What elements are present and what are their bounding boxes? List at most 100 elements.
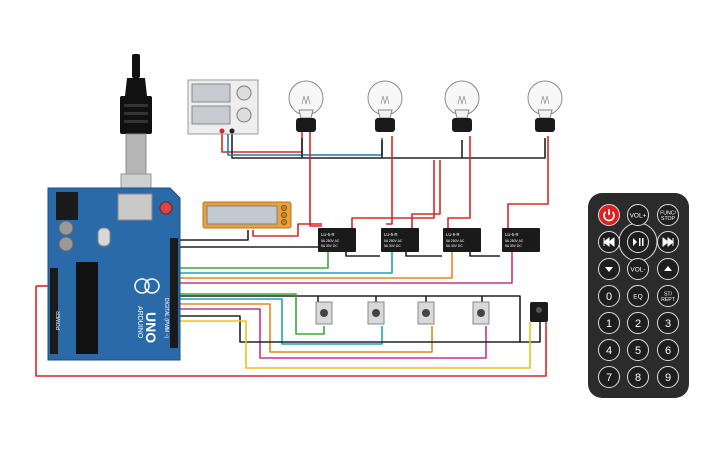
capacitor	[58, 236, 74, 252]
usb-cable[interactable]	[120, 54, 152, 195]
voltage-knob[interactable]	[236, 85, 252, 101]
wire-btn-return-black	[490, 295, 521, 342]
digit-1-button[interactable]: 1	[598, 312, 620, 334]
button-label: 4	[606, 345, 612, 357]
button-label: 2	[635, 318, 641, 330]
button-label: 8	[635, 372, 641, 384]
wire-btn1-green	[178, 293, 325, 335]
ir-receiver[interactable]	[530, 302, 548, 322]
wire-btn2-blue	[178, 298, 383, 345]
ir-remote[interactable]: VOL+ FUNC/STOP VOL- 0 EQ ST/REPT 1 2 3 4 5 6 7 8 9	[588, 193, 689, 398]
relay-rating-ac: 5A 250V AC	[505, 239, 524, 243]
wire-ir-black	[178, 315, 541, 343]
button-label: VOL+	[630, 213, 647, 220]
relay-rating-ac: 5A 250V AC	[321, 239, 340, 243]
wire-btn4-magenta	[178, 308, 487, 359]
arduino-logo-icon	[134, 278, 150, 294]
voltage-display	[191, 83, 231, 103]
chevron-up-icon	[664, 266, 672, 271]
wire-ir-red	[35, 286, 547, 377]
button-label: 1	[606, 318, 612, 330]
power-icon	[603, 209, 615, 222]
button-label: 7	[606, 372, 612, 384]
light-bulb[interactable]	[367, 80, 403, 132]
wire-bulb1-relay1	[309, 130, 322, 227]
reset-button[interactable]	[159, 201, 173, 215]
positive-terminal[interactable]	[219, 128, 225, 134]
light-bulb[interactable]	[444, 80, 480, 132]
relay-rating-dc: 5A 30V DC	[321, 244, 338, 248]
push-button[interactable]	[315, 301, 333, 325]
button-label: 6	[665, 345, 671, 357]
skip-back-icon	[603, 236, 615, 248]
digit-0-button[interactable]: 0	[598, 285, 620, 307]
digit-6-button[interactable]: 6	[657, 339, 679, 361]
relay-rating-dc: 5A 30V DC	[384, 244, 401, 248]
wire-psu-black	[231, 134, 546, 159]
next-button[interactable]	[657, 231, 679, 253]
digit-3-button[interactable]: 3	[657, 312, 679, 334]
wires	[35, 128, 549, 377]
play-pause-icon	[633, 238, 644, 246]
digit-4-button[interactable]: 4	[598, 339, 620, 361]
vol-down-button[interactable]: VOL-	[627, 258, 649, 280]
relay-title: LU-5-R	[446, 232, 460, 237]
arduino-brand-label: ARDUINO	[136, 306, 143, 339]
usb-port	[117, 193, 153, 221]
button-label: ST/	[664, 292, 673, 298]
eq-button[interactable]: EQ	[627, 285, 649, 307]
button-label: 3	[665, 318, 671, 330]
down-button[interactable]	[598, 258, 620, 280]
push-button[interactable]	[472, 301, 490, 325]
chevron-down-icon	[605, 267, 613, 272]
wire-relay2-blue	[178, 252, 393, 274]
digit-2-button[interactable]: 2	[627, 312, 649, 334]
button-label: 0	[606, 291, 612, 303]
digit-8-button[interactable]: 8	[627, 366, 649, 388]
up-button[interactable]	[657, 258, 679, 280]
digit-9-button[interactable]: 9	[657, 366, 679, 388]
wire-relay-red-chain2	[411, 160, 441, 230]
vol-up-button[interactable]: VOL+	[627, 204, 649, 226]
digit-5-button[interactable]: 5	[627, 339, 649, 361]
relay-rating-ac: 5A 250V AC	[384, 239, 403, 243]
arduino-uno-board[interactable]: ARDUINO UNO DIGITAL (PWM ~) POWER	[47, 187, 181, 361]
dc-power-supply[interactable]	[187, 79, 259, 135]
relay-title: LU-5-R	[321, 232, 335, 237]
arduino-logo-icon	[144, 278, 160, 294]
wire-bulb4-relay4	[507, 136, 549, 228]
current-display	[191, 105, 231, 125]
light-bulb[interactable]	[288, 80, 324, 132]
light-bulbs	[288, 80, 563, 132]
push-button[interactable]	[367, 301, 385, 325]
digital-header-label: DIGITAL (PWM ~)	[163, 298, 169, 338]
light-bulb[interactable]	[527, 80, 563, 132]
wire-bulb3-relay3	[447, 136, 471, 228]
prev-button[interactable]	[598, 231, 620, 253]
play-pause-button[interactable]	[627, 231, 649, 253]
push-button[interactable]	[417, 301, 435, 325]
button-label: EQ	[633, 294, 642, 301]
st-rept-button[interactable]: ST/REPT	[657, 285, 679, 307]
power-jack	[56, 192, 78, 220]
wire-bulb2-relay2	[386, 136, 393, 225]
wire-bus-black2	[301, 138, 463, 158]
arduino-model-label: UNO	[143, 312, 159, 343]
skip-forward-icon	[662, 236, 674, 248]
atmega-chip	[76, 262, 98, 354]
current-knob[interactable]	[236, 107, 252, 123]
relay-rating-ac: 5A 250V AC	[446, 239, 465, 243]
power-button[interactable]	[598, 204, 620, 226]
digit-7-button[interactable]: 7	[598, 366, 620, 388]
button-label: FUNC/	[660, 211, 676, 217]
capacitor	[58, 220, 74, 236]
negative-terminal[interactable]	[229, 128, 235, 134]
lcd-display[interactable]	[202, 201, 292, 229]
func-stop-button[interactable]: FUNC/STOP	[657, 204, 679, 226]
wire-relay1-green	[178, 252, 329, 269]
